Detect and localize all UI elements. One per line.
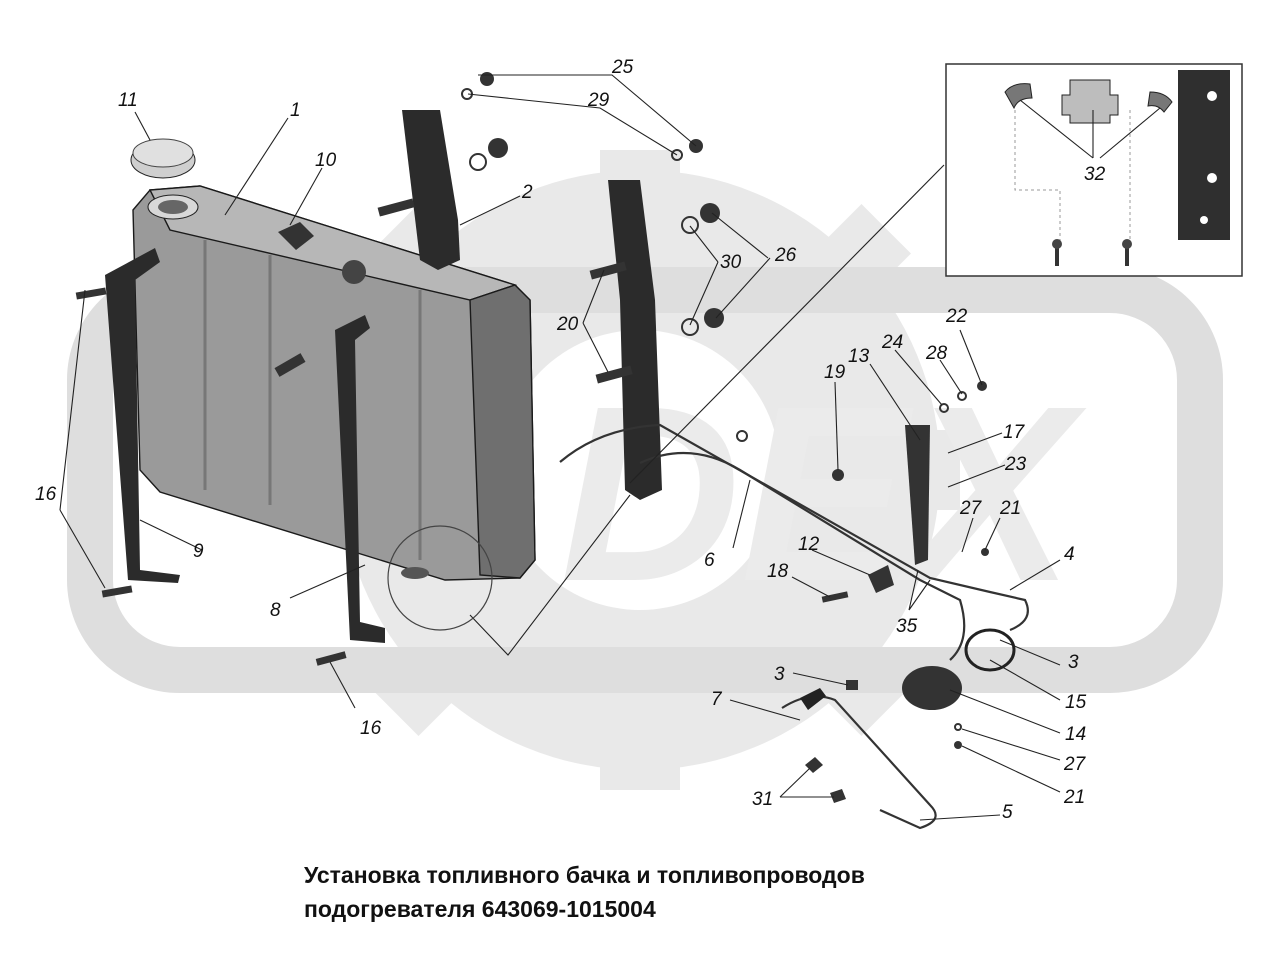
inset-bracket (1178, 70, 1230, 240)
callout-22: 22 (945, 306, 968, 327)
caption-line-1: Установка топливного бачка и топливопров… (304, 862, 865, 888)
fuel-tank (130, 138, 536, 581)
detail-inset: 32 (945, 63, 1243, 277)
inset-elbow-right (1147, 91, 1173, 113)
callout-30: 30 (720, 252, 742, 273)
callout-4: 4 (1064, 544, 1075, 565)
callout-9: 9 (193, 541, 204, 562)
callout-32: 32 (1084, 164, 1106, 185)
fuel-filter (902, 666, 962, 710)
callout-11: 11 (118, 90, 138, 111)
callout-16b: 16 (360, 718, 382, 739)
callout-31: 31 (752, 789, 773, 810)
callout-25: 25 (611, 57, 634, 78)
callout-29: 29 (587, 90, 610, 111)
callout-8: 8 (270, 600, 281, 621)
bracket-upper (402, 110, 460, 270)
fuel-lines (559, 423, 1029, 830)
callout-1: 1 (290, 100, 301, 121)
bracket-13 (905, 425, 930, 565)
fuel-line-6 (559, 423, 1029, 632)
callout-19: 19 (824, 362, 846, 383)
callout-15: 15 (1065, 692, 1087, 713)
callout-21b: 21 (1063, 787, 1085, 808)
hose-7 (800, 688, 826, 710)
callout-26: 26 (774, 245, 797, 266)
callout-5: 5 (1002, 802, 1013, 823)
callout-17: 17 (1003, 422, 1026, 443)
bolt-16-top (75, 287, 107, 300)
bolt-16-lower (315, 651, 347, 666)
tank-straps (105, 110, 662, 643)
fitting-31b (830, 789, 846, 803)
callout-14: 14 (1065, 724, 1086, 745)
inset-tee-fitting (1061, 79, 1119, 124)
bolt-upper (377, 198, 415, 217)
callout-2: 2 (521, 182, 533, 203)
fasteners (75, 72, 989, 749)
bolt-20b (595, 365, 633, 384)
callout-23: 23 (1004, 454, 1027, 475)
callout-10: 10 (315, 150, 337, 171)
bolt-20a (589, 261, 627, 280)
callout-20: 20 (556, 314, 579, 335)
leader-lines (59, 74, 1061, 821)
callout-28: 28 (925, 343, 948, 364)
tank-sensor (278, 222, 314, 250)
caption-line-2: подогревателя 643069-1015004 (304, 896, 656, 922)
detail-circle (387, 525, 493, 631)
clip-12 (868, 565, 894, 593)
callout-27a: 27 (959, 498, 983, 519)
callout-7: 7 (711, 689, 723, 710)
fuel-line-parallel (639, 451, 966, 661)
strap-right (335, 315, 385, 643)
drain-plug (401, 567, 429, 579)
tank-side (469, 284, 536, 579)
tank-plug (342, 260, 366, 284)
callout-3a: 3 (774, 664, 785, 685)
strap-left (105, 248, 180, 583)
callout-24: 24 (881, 332, 903, 353)
fuel-line-5 (781, 695, 937, 830)
callout-6: 6 (704, 550, 715, 571)
callout-21a: 21 (999, 498, 1021, 519)
callout-3b: 3 (1068, 652, 1079, 673)
callout-18: 18 (767, 561, 789, 582)
bracket-lower (608, 180, 662, 500)
clamp-15 (964, 628, 1016, 672)
callout-16a: 16 (35, 484, 57, 505)
callout-27b: 27 (1063, 754, 1087, 775)
callout-12: 12 (798, 534, 820, 555)
callout-13: 13 (848, 346, 870, 367)
tank-bolt-mid (274, 353, 306, 377)
diagram-caption: Установка топливного бачка и топливопров… (304, 858, 1064, 926)
bolt-16-bottom (101, 585, 133, 598)
callouts: 1 2 3 3 4 5 6 7 8 9 10 11 12 13 14 15 16… (35, 57, 1087, 823)
callout-35: 35 (896, 616, 918, 637)
inset-elbow-left (1004, 83, 1033, 110)
clamp-3 (846, 680, 858, 690)
